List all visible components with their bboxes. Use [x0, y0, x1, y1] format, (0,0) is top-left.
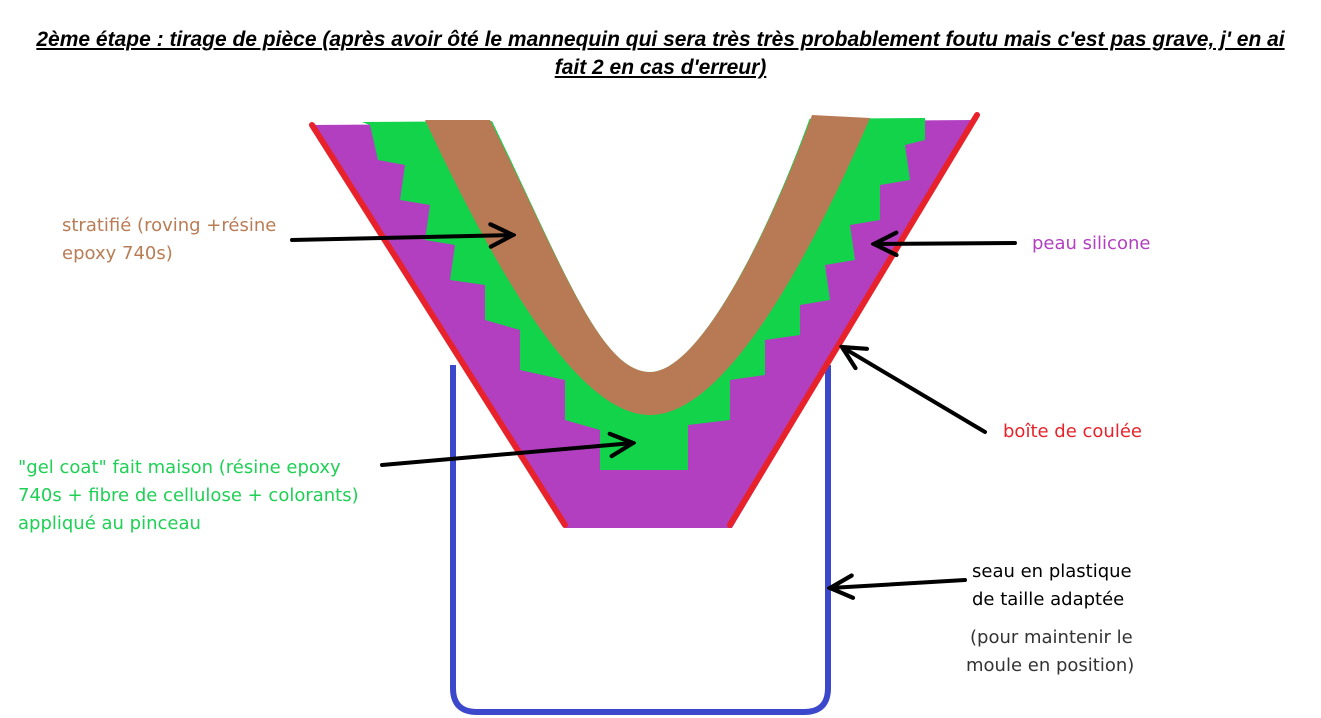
label-seau-line-2: de taille adaptée [972, 589, 1125, 610]
arrow-boite [842, 347, 987, 434]
label-seau-line-1: seau en plastique [972, 561, 1132, 582]
title-line-1: 2ème étape : tirage de pièce (après avoi… [36, 28, 1285, 51]
casting-box-left [309, 122, 568, 528]
arrow-gelcoat [380, 443, 633, 467]
label-note-line-1: (pour maintenir le [970, 627, 1133, 648]
label-peau-silicone: peau silicone [1032, 233, 1151, 254]
label-stratifie-line-2: epoxy 740s) [62, 243, 173, 264]
label-note-line-2: moule en position) [966, 655, 1135, 676]
laminate-layer [425, 115, 870, 415]
arrow-stratifie [290, 235, 513, 240]
label-seau: seau en plastique de taille adaptée [972, 558, 1132, 614]
label-gel-coat-line-3: appliqué au pinceau [18, 513, 201, 534]
label-stratifie-line-1: stratifié (roving +résine [62, 215, 277, 236]
bucket [450, 365, 831, 715]
label-gel-coat: "gel coat" fait maison (résine epoxy 740… [18, 454, 359, 538]
label-stratifie: stratifié (roving +résine epoxy 740s) [62, 212, 276, 268]
diagram-title: 2ème étape : tirage de pièce (après avoi… [0, 26, 1321, 82]
label-gel-coat-line-1: "gel coat" fait maison (résine epoxy [18, 457, 341, 478]
casting-box-right [727, 112, 980, 528]
label-note: (pour maintenir le moule en position) [966, 624, 1134, 680]
label-boite-de-coulee: boîte de coulée [1003, 421, 1142, 442]
mold-cavity [490, 112, 812, 372]
title-line-2: fait 2 en cas d'erreur) [554, 56, 767, 79]
label-gel-coat-line-2: 740s + fibre de cellulose + colorants) [18, 485, 359, 506]
arrow-seau [830, 580, 967, 588]
arrow-peau [874, 243, 1017, 244]
